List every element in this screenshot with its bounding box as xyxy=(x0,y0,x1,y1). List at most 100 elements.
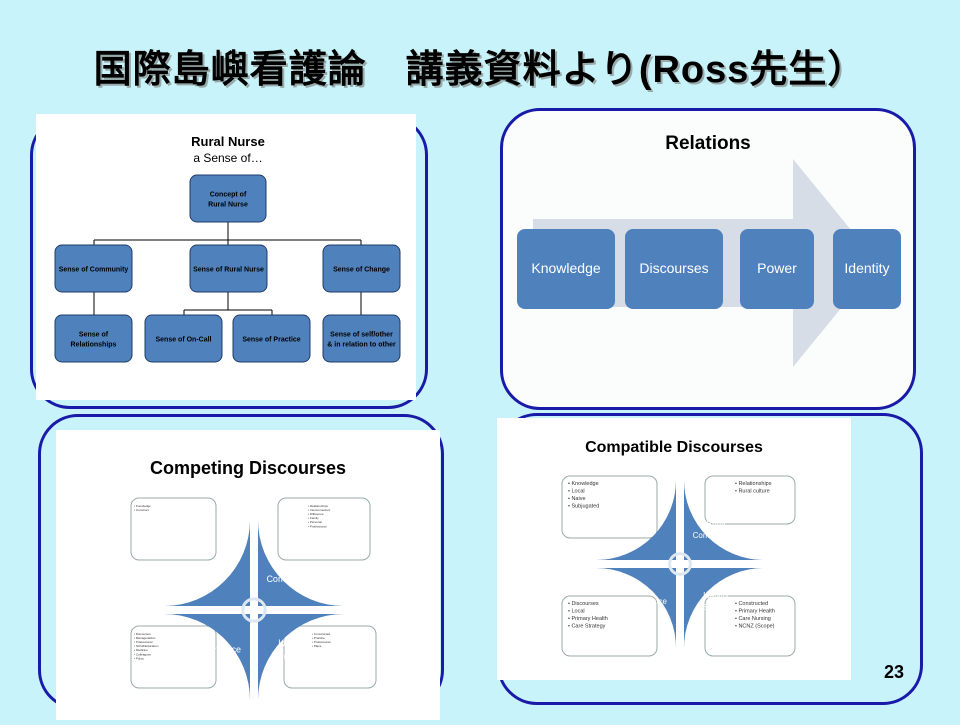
relation-box xyxy=(833,229,901,309)
note-item: • Professional xyxy=(134,640,153,644)
slide-title: 国際島嶼看護論 講義資料より(Ross先生） xyxy=(93,49,867,91)
quadrant xyxy=(258,614,344,700)
relation-label: Knowledge xyxy=(531,260,600,276)
note-item: • Subjugated xyxy=(568,503,599,509)
level2-box-label: Sense of On-Call xyxy=(155,337,211,344)
quadrant-label: Identity xyxy=(278,638,308,648)
quadrant-label: Rural xyxy=(706,519,725,528)
note-item: • Primary Health xyxy=(735,608,775,614)
note-item: • Relationships xyxy=(735,481,772,487)
note-item: • Colleagues xyxy=(134,652,151,656)
note-item: • NCNZ (Scope) xyxy=(735,623,775,629)
level2-box-label: & in relation to other xyxy=(327,342,396,349)
quadrant-label: Rural xyxy=(282,561,304,571)
note-item: • Local xyxy=(568,488,585,494)
note-item: • Constructed xyxy=(312,632,330,636)
note-item: • Discourses xyxy=(568,601,599,607)
note-item: • Construct xyxy=(134,508,149,512)
diagram-title: Rural Nurse xyxy=(191,134,265,149)
quadrant-label: Communities xyxy=(266,574,319,584)
level1-box xyxy=(322,244,401,293)
level1-box-label: Sense of Rural Nurse xyxy=(193,267,264,274)
level2-box xyxy=(54,314,133,363)
compatible-discourses-diagram: Compatible Discourses• Knowledge• Local•… xyxy=(497,418,851,680)
note-item: • Difference xyxy=(308,512,324,516)
level2-box-label: Sense of xyxy=(79,332,109,339)
note-item: • Constructed xyxy=(735,601,768,607)
quadrant-label: Place xyxy=(204,567,227,577)
note-box xyxy=(561,595,658,657)
note-item: • Place xyxy=(312,644,322,648)
note-box xyxy=(277,497,371,561)
quadrant-label: Communities xyxy=(693,531,740,540)
quadrant-label: Subject xyxy=(703,603,730,612)
relation-label: Power xyxy=(757,260,797,276)
relation-label: Identity xyxy=(844,260,889,276)
note-item: • Practice xyxy=(312,636,325,640)
quadrant-label: Performance xyxy=(621,597,667,606)
root-box-label: Concept of xyxy=(210,192,247,199)
level2-box-label: Sense of self/other xyxy=(330,332,393,339)
diagram-title: Compatible Discourses xyxy=(585,439,763,456)
quadrant xyxy=(596,480,676,560)
note-item: • Managerialism xyxy=(134,636,156,640)
note-item: • NCNZ/Education xyxy=(134,644,159,648)
quadrant-label: Identity xyxy=(703,591,729,600)
note-item: • Interconnected xyxy=(308,508,330,512)
note-item: • Care Strategy xyxy=(568,623,606,629)
level1-box xyxy=(189,244,268,293)
note-item: • Naive xyxy=(568,496,586,502)
note-item: • Personal xyxy=(308,520,322,524)
diagram-title: Competing Discourses xyxy=(150,458,346,478)
level1-box-label: Sense of Change xyxy=(333,267,390,274)
page-number: 23 xyxy=(883,662,904,682)
root-box-label: Rural Nurse xyxy=(208,202,248,209)
quadrant-label: Place xyxy=(634,525,655,534)
level2-box xyxy=(322,314,401,363)
note-item: • Primary Health xyxy=(568,616,608,622)
root-box xyxy=(189,174,267,223)
quadrant xyxy=(258,520,344,606)
quadrant xyxy=(684,480,764,560)
relation-box xyxy=(740,229,814,309)
note-item: • Medicine xyxy=(134,648,148,652)
quadrant xyxy=(164,520,250,606)
note-box xyxy=(130,625,217,689)
note-box xyxy=(561,475,658,539)
note-box xyxy=(704,595,796,657)
level1-box xyxy=(54,244,133,293)
level2-box xyxy=(232,314,311,363)
note-box xyxy=(283,625,377,689)
note-item: • Discourses xyxy=(134,632,151,636)
relation-box xyxy=(517,229,615,309)
quadrant xyxy=(596,568,676,648)
quadrant xyxy=(684,568,764,648)
note-item: • Policy xyxy=(134,656,144,660)
note-box xyxy=(704,475,796,525)
note-item: • Knowledge xyxy=(568,481,599,487)
level1-box-label: Sense of Community xyxy=(59,267,129,274)
note-item: • Care Nursing xyxy=(735,616,771,622)
quadrant xyxy=(164,614,250,700)
note-item: • Rural culture xyxy=(735,488,770,494)
level2-box-label: Sense of Practice xyxy=(242,337,300,344)
level2-box-label: Relationships xyxy=(71,342,117,349)
note-item: • Local xyxy=(568,608,585,614)
note-box xyxy=(130,497,217,561)
quadrant-label: Performance xyxy=(190,645,242,655)
quadrant-label: Subject xyxy=(278,651,309,661)
note-item: • Relationships xyxy=(308,504,328,508)
competing-discourses-diagram: Competing Discourses• Knowledge• Constru… xyxy=(56,430,440,720)
note-item: • Professional xyxy=(312,640,331,644)
relations-title: Relations xyxy=(665,133,751,154)
cycle-arrows-icon xyxy=(668,552,692,576)
note-item: • Family xyxy=(308,516,319,520)
note-item: • Professional xyxy=(308,524,327,528)
relation-label: Discourses xyxy=(639,260,708,276)
cycle-arrows-icon xyxy=(241,597,267,623)
level2-box xyxy=(144,314,223,363)
note-item: • Knowledge xyxy=(134,504,151,508)
relation-box xyxy=(625,229,723,309)
